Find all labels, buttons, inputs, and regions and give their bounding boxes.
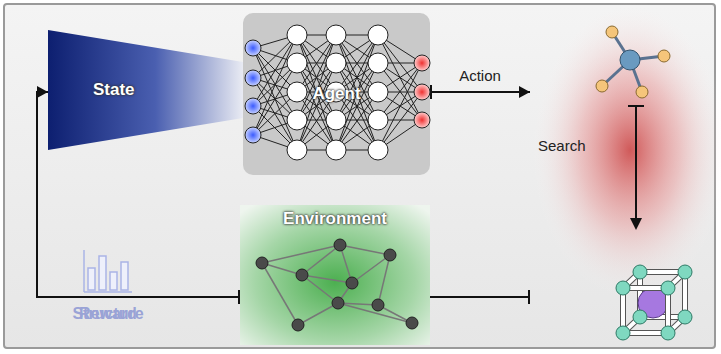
- agent-box: Agent: [243, 13, 430, 175]
- environment-box: Environment: [240, 205, 430, 345]
- node-label: Agent: [312, 84, 360, 104]
- illustration: [530, 20, 716, 345]
- state-funnel: State: [48, 30, 243, 150]
- edge-label: Reward: [77, 305, 139, 323]
- node-label: Search: [538, 137, 586, 154]
- connector-arrow: [430, 85, 530, 99]
- node-label: State: [93, 80, 135, 100]
- edge-label: Action: [457, 67, 503, 84]
- illustration: [48, 30, 243, 150]
- node-label: Environment: [283, 209, 387, 229]
- search-region: Search: [530, 20, 716, 345]
